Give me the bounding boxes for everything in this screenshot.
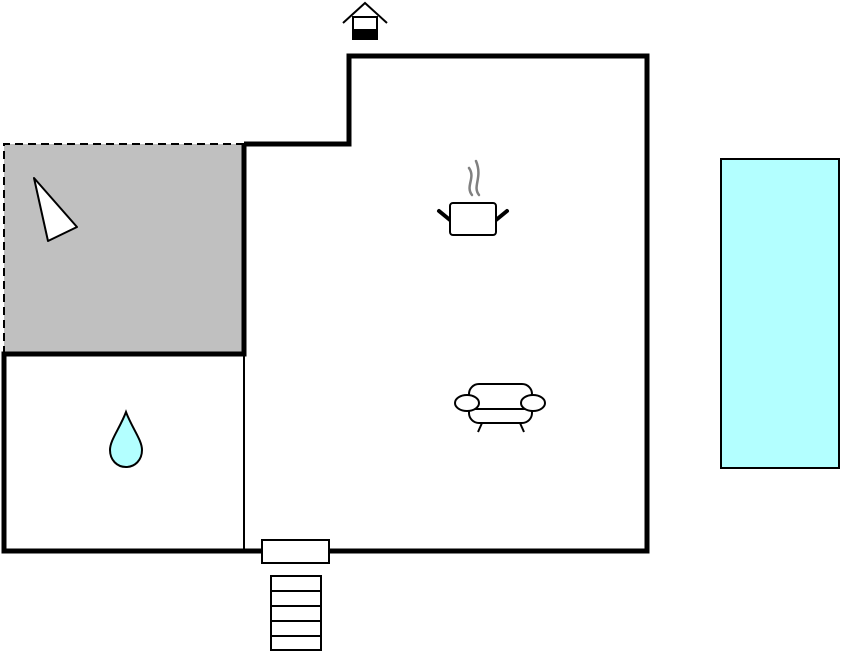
swimming-pool	[720, 158, 840, 469]
terrace-dashed-edge	[3, 143, 244, 354]
house-chimney-icon	[342, 1, 388, 40]
terrace	[3, 143, 244, 354]
water-drop-icon	[108, 409, 144, 469]
outdoor-steps	[270, 575, 322, 651]
terrace-area	[4, 144, 244, 354]
entrance-icon	[261, 539, 330, 564]
cooking-pot-icon	[437, 159, 509, 236]
walls	[1, 53, 650, 554]
outer-wall-main	[244, 53, 650, 554]
outer-wall-left	[1, 144, 262, 554]
sofa-icon	[454, 383, 546, 433]
sunshade-icon	[33, 177, 78, 242]
